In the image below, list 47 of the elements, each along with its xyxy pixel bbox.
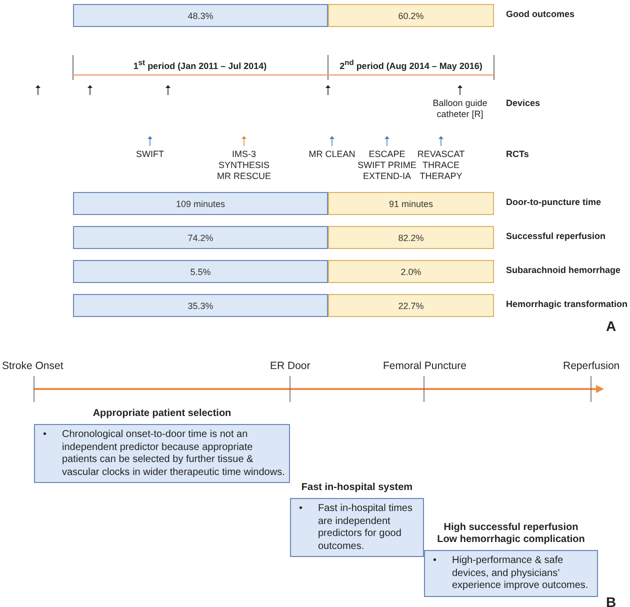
value-bar: 60.2% [328, 4, 494, 27]
timeline-label: Reperfusion [563, 361, 620, 372]
row-label: Hemorrhagic transformation [506, 299, 628, 309]
value-bar: 91 minutes [328, 192, 494, 215]
trial-name: SYNTHESIS [218, 160, 270, 171]
bullet-mark: • [433, 555, 437, 568]
row-label: Good outcomes [506, 9, 575, 19]
trial-name: MR CLEAN [308, 149, 356, 160]
trial-name: SWIFT [136, 149, 164, 160]
row-label: RCTs [506, 149, 529, 159]
trial-name: THERAPY [420, 171, 462, 182]
period-label: 1$^{st}$ period (Jan 2011 – Jul 2014) [133, 57, 267, 72]
section-heading: Appropriate patient selection [92, 408, 232, 419]
value-bar: 35.3% [73, 294, 328, 317]
trial-name: ESCAPE [368, 149, 406, 160]
timeline-label: Stroke Onset [2, 361, 64, 372]
bullet-mark: • [299, 503, 303, 516]
row-label: Devices [506, 98, 540, 108]
trial-name: MR RESCUE [217, 171, 271, 182]
section-heading: Fast in-hospital system [301, 482, 413, 493]
bullet-text: Fast in-hospital times are independent predictors for good outcomes. [318, 503, 414, 553]
row-label: Door-to-puncture time [506, 197, 601, 207]
trial-name: REVASCAT [417, 149, 465, 160]
trial-name: EXTEND-IA [363, 171, 411, 182]
row-label: Subarachnoid hemorrhage [506, 265, 621, 275]
row-label: Successful reperfusion [506, 231, 606, 241]
bullet-mark: • [43, 429, 47, 442]
period-label: 2$^{nd}$ period (Aug 2014 – May 2016) [340, 57, 482, 72]
trial-name: IMS-3 [232, 149, 256, 160]
value-bar: 22.7% [328, 294, 494, 317]
trial-name: THRACE [422, 160, 460, 171]
value-bar: 2.0% [328, 260, 494, 283]
bullet-text: High-performance & safe devices, and physicians’ experience improve outcomes. [452, 555, 590, 592]
panel-letter: A [606, 318, 616, 334]
value-bar: 82.2% [328, 226, 494, 249]
value-bar: 48.3% [73, 4, 328, 27]
section-heading: High successful reperfusion [444, 522, 578, 533]
panel-letter: B [606, 594, 616, 607]
trial-name: SWIFT PRIME [358, 160, 416, 171]
section-heading: Low hemorrhagic complication [437, 534, 585, 545]
bullet-text: Chronological onset-to-door time is not an independent predictor because appropriate patients can be selected by further tissue & vascular clocks in wider therapeutic time windows. [62, 429, 286, 479]
device-label: Balloon guide catheter [R] [432, 98, 488, 120]
timeline-label: Femoral Puncture [383, 361, 466, 372]
timeline-label: ER Door [270, 361, 310, 372]
value-bar: 109 minutes [73, 192, 328, 215]
value-bar: 74.2% [73, 226, 328, 249]
value-bar: 5.5% [73, 260, 328, 283]
